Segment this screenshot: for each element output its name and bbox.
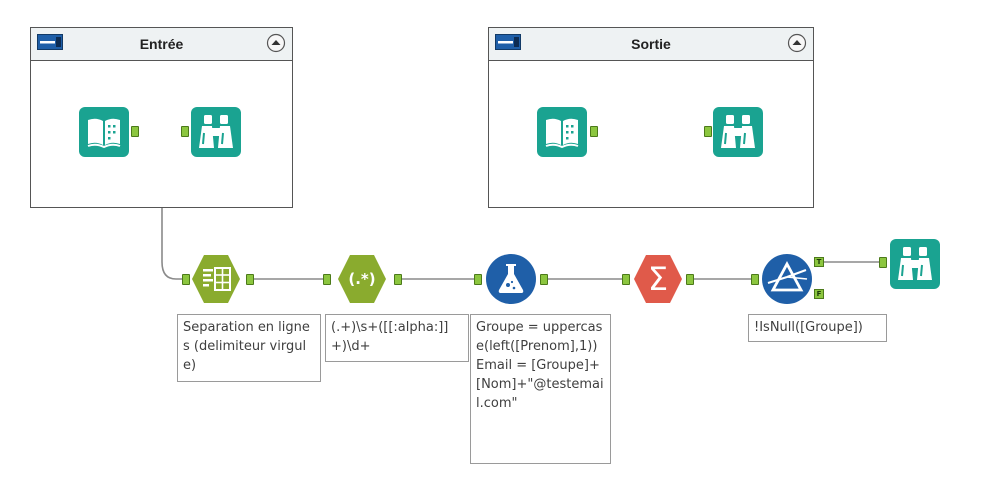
input-anchor[interactable] bbox=[323, 274, 331, 285]
output-anchor[interactable] bbox=[131, 126, 139, 137]
input-anchor[interactable] bbox=[182, 274, 190, 285]
container-entree[interactable]: Entrée bbox=[30, 27, 293, 208]
regex-tool[interactable]: (.*) bbox=[336, 253, 388, 305]
flask-icon bbox=[486, 254, 536, 304]
output-anchor[interactable] bbox=[394, 274, 402, 285]
browse-tool-2[interactable] bbox=[712, 106, 764, 158]
browse-tool-3[interactable] bbox=[889, 238, 941, 290]
text-to-columns-tool[interactable] bbox=[190, 253, 242, 305]
false-output-anchor[interactable]: F bbox=[814, 289, 824, 299]
regex-annotation: (.+)\s+([[:alpha:]]+)\d+ bbox=[325, 314, 469, 362]
input-anchor[interactable] bbox=[474, 274, 482, 285]
filter-prism-icon bbox=[762, 254, 812, 304]
container-header[interactable]: Sortie bbox=[489, 28, 813, 61]
binoculars-icon bbox=[713, 107, 763, 157]
input-anchor[interactable] bbox=[622, 274, 630, 285]
regex-glyph: (.*) bbox=[348, 270, 375, 288]
container-toggle-icon[interactable] bbox=[495, 34, 521, 50]
true-output-anchor[interactable]: T bbox=[814, 257, 824, 267]
collapse-button[interactable] bbox=[787, 33, 807, 53]
sigma-glyph: Σ bbox=[648, 260, 668, 298]
filter-tool[interactable] bbox=[761, 253, 813, 305]
container-toggle-icon[interactable] bbox=[37, 34, 63, 50]
input-anchor[interactable] bbox=[704, 126, 712, 137]
container-title: Sortie bbox=[631, 36, 671, 52]
binoculars-icon bbox=[890, 239, 940, 289]
formula-tool[interactable] bbox=[485, 253, 537, 305]
formula-annotation: Groupe = uppercase(left([Prenom],1)) Ema… bbox=[470, 314, 611, 464]
summarize-tool[interactable]: Σ bbox=[632, 253, 684, 305]
browse-tool-1[interactable] bbox=[190, 106, 242, 158]
book-icon bbox=[79, 107, 129, 157]
filter-annotation: !IsNull([Groupe]) bbox=[748, 314, 887, 342]
container-body bbox=[31, 61, 292, 207]
container-title: Entrée bbox=[139, 36, 184, 52]
output-anchor[interactable] bbox=[246, 274, 254, 285]
sigma-icon: Σ bbox=[634, 255, 682, 303]
text-to-columns-annotation: Separation en lignes (delimiteur virgule… bbox=[177, 314, 321, 382]
output-anchor[interactable] bbox=[686, 274, 694, 285]
output-anchor[interactable] bbox=[590, 126, 598, 137]
input-data-tool-2[interactable] bbox=[536, 106, 588, 158]
text-to-columns-icon bbox=[192, 255, 240, 303]
input-anchor[interactable] bbox=[879, 257, 887, 268]
regex-icon: (.*) bbox=[338, 255, 386, 303]
book-icon bbox=[537, 107, 587, 157]
input-data-tool-1[interactable] bbox=[78, 106, 130, 158]
collapse-button[interactable] bbox=[266, 33, 286, 53]
input-anchor[interactable] bbox=[181, 126, 189, 137]
output-anchor[interactable] bbox=[540, 274, 548, 285]
input-anchor[interactable] bbox=[751, 274, 759, 285]
binoculars-icon bbox=[191, 107, 241, 157]
container-header[interactable]: Entrée bbox=[31, 28, 292, 61]
